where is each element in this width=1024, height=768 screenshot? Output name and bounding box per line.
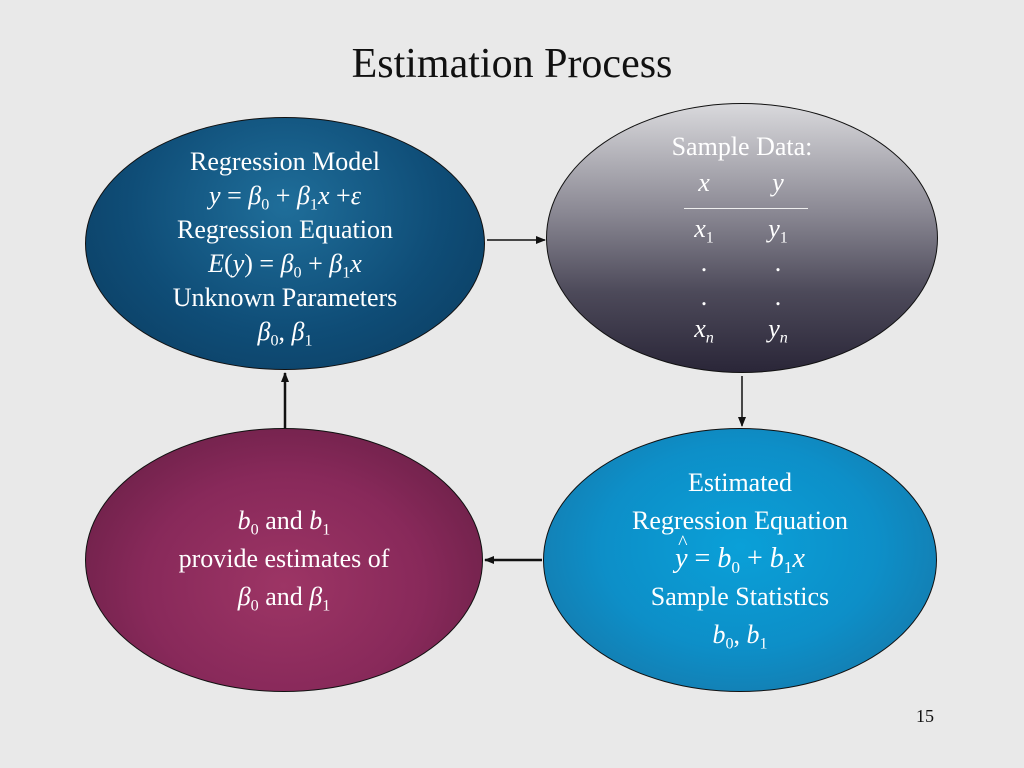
regression-equation-label: Regression Equation (177, 215, 393, 244)
y-dot-1: . (774, 248, 782, 277)
x-column-header: x (698, 168, 710, 197)
beta0-and-beta1: β0 and β1 (237, 582, 331, 615)
estimated-regression-ellipse: Estimated Regression Equation y = b0 + b… (543, 428, 937, 692)
yn-cell: yn (768, 314, 788, 347)
y-column-header: y (772, 168, 784, 197)
estimated-regression-equation: y = b0 + b1x (544, 526, 936, 576)
b0-and-b1: b0 and b1 (237, 506, 331, 539)
x-dot-2: . (700, 282, 708, 311)
sample-data-ellipse: Sample Data: x y x1 y1 . . . . xn yn (546, 103, 938, 373)
xn-cell: xn (694, 314, 714, 347)
y-dot-2: . (774, 282, 782, 311)
y1-cell: y1 (768, 214, 788, 247)
unknown-parameters-label: Unknown Parameters (172, 283, 398, 312)
unknown-parameters: β0, β1 (257, 317, 313, 350)
slide-title: Estimation Process (351, 41, 673, 87)
sample-statistics: b0, b1 (712, 620, 768, 653)
regression-model-equation: y = β0 + β1x +ε (209, 181, 361, 214)
estimated-label: Estimated (688, 468, 792, 497)
estimates-ellipse: b0 and b1 provide estimates of β0 and β1 (85, 428, 483, 692)
x1-cell: x1 (694, 214, 714, 247)
estimated-regression-equation-label: Regression Equation (632, 506, 848, 535)
sample-data-title: Sample Data: (671, 132, 813, 161)
regression-model-label: Regression Model (190, 147, 380, 176)
page-number: 15 (916, 706, 934, 726)
provide-estimates-label: provide estimates of (178, 544, 390, 573)
x-dot-1: . (700, 248, 708, 277)
regression-model-ellipse: Regression Model y = β0 + β1x +ε Regress… (85, 117, 485, 370)
sample-statistics-label: Sample Statistics (650, 582, 830, 611)
expected-value-equation: E(y) = β0 + β1x (208, 249, 362, 282)
table-header-rule (684, 208, 808, 209)
